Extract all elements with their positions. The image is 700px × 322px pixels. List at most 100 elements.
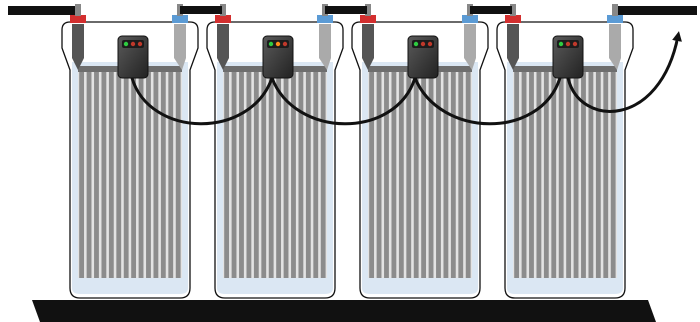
plate	[610, 70, 616, 278]
plate	[160, 70, 166, 278]
battery-shelf	[32, 300, 656, 322]
plate	[320, 70, 326, 278]
plate	[283, 70, 289, 278]
plate	[391, 70, 397, 278]
plate	[514, 70, 520, 278]
inter-cell-strap-2	[325, 6, 367, 14]
plate	[101, 70, 107, 278]
positive-stud	[75, 4, 81, 16]
plate	[543, 70, 549, 278]
input-cable	[8, 6, 80, 15]
plate	[239, 70, 244, 278]
monitor-chain-cable	[130, 77, 562, 126]
monitor-led-green	[413, 41, 419, 47]
plate	[566, 70, 572, 278]
cell-4	[496, 4, 634, 299]
monitor-led-red	[427, 41, 433, 47]
monitor-output-cable	[566, 31, 682, 113]
plate-block	[368, 70, 472, 278]
positive-terminal	[505, 15, 521, 23]
positive-stud	[220, 4, 226, 16]
plate	[588, 70, 594, 278]
plate	[305, 70, 311, 278]
plate	[131, 70, 137, 278]
plate	[413, 70, 419, 278]
plate	[298, 70, 304, 278]
monitor-led-green	[123, 41, 129, 47]
plate	[384, 70, 389, 278]
plate	[253, 70, 259, 278]
plate	[458, 70, 464, 278]
positive-stud	[365, 4, 371, 16]
positive-post	[507, 24, 519, 70]
negative-terminal	[172, 15, 188, 23]
plate	[573, 70, 579, 278]
plate	[268, 70, 274, 278]
plate	[369, 70, 375, 278]
monitor-led-orange	[420, 41, 426, 47]
positive-terminal	[215, 15, 231, 23]
cell-1	[61, 4, 199, 299]
plate	[231, 70, 237, 278]
plate	[123, 70, 129, 278]
plate	[443, 70, 449, 278]
plate	[224, 70, 230, 278]
monitor-led-orange	[275, 41, 281, 47]
plate	[116, 70, 122, 278]
plate	[465, 70, 471, 278]
plate	[313, 70, 319, 278]
inter-cell-strap-3	[470, 6, 512, 14]
plate	[79, 70, 85, 278]
plate	[450, 70, 456, 278]
positive-post	[217, 24, 229, 70]
negative-stud	[612, 4, 618, 16]
plate	[595, 70, 601, 278]
plate	[428, 70, 434, 278]
negative-terminal	[462, 15, 478, 23]
plate	[536, 70, 542, 278]
negative-post	[174, 24, 186, 70]
negative-post	[464, 24, 476, 70]
negative-post	[319, 24, 331, 70]
negative-terminal	[607, 15, 623, 23]
plate	[398, 70, 404, 278]
plate-block	[223, 70, 327, 278]
negative-terminal	[317, 15, 333, 23]
plate	[436, 70, 441, 278]
plate	[529, 70, 534, 278]
monitor-led-orange	[565, 41, 571, 47]
plate-block	[513, 70, 617, 278]
plate	[86, 70, 92, 278]
monitor-led-red	[572, 41, 578, 47]
inter-cell-strap-1	[180, 6, 222, 14]
monitor-led-red	[137, 41, 143, 47]
plate-block	[78, 70, 182, 278]
plate	[261, 70, 267, 278]
cell-2	[206, 4, 344, 299]
plate	[138, 70, 144, 278]
positive-terminal	[70, 15, 86, 23]
positive-terminal	[360, 15, 376, 23]
plate	[376, 70, 382, 278]
positive-stud	[510, 4, 516, 16]
plate	[153, 70, 159, 278]
plate	[521, 70, 527, 278]
monitor-led-orange	[130, 41, 136, 47]
plate	[291, 70, 296, 278]
plate	[558, 70, 564, 278]
plate	[551, 70, 557, 278]
monitor-led-green	[268, 41, 274, 47]
plate	[276, 70, 282, 278]
output-cable	[615, 6, 697, 15]
monitor-led-green	[558, 41, 564, 47]
cell-3	[351, 4, 489, 299]
monitor-led-red	[282, 41, 288, 47]
plate	[108, 70, 114, 278]
plate	[603, 70, 609, 278]
plate	[94, 70, 99, 278]
positive-post	[72, 24, 84, 70]
plate	[146, 70, 151, 278]
positive-post	[362, 24, 374, 70]
plate	[168, 70, 174, 278]
